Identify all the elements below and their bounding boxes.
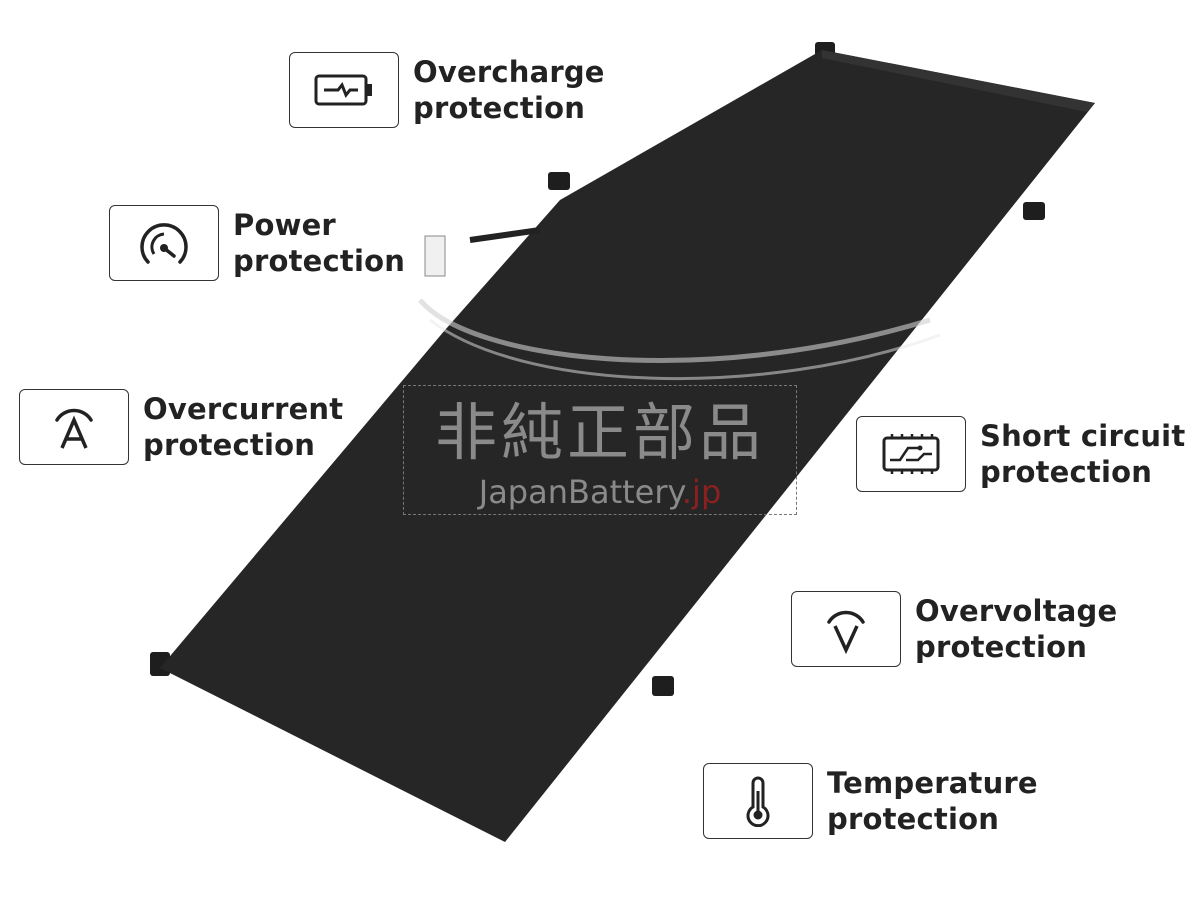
watermark-title: 非純正部品: [434, 396, 765, 469]
circuit-icon: [856, 416, 966, 492]
feature-subtitle: protection: [915, 630, 1088, 664]
voltage-icon: [791, 591, 901, 667]
watermark: 非純正部品 JapanBattery.jp: [403, 385, 797, 515]
feature-subtitle: protection: [233, 244, 406, 278]
feature-subtitle: protection: [827, 802, 1000, 836]
thermometer-icon: [703, 763, 813, 839]
watermark-brand: JapanBattery: [478, 473, 682, 511]
feature-title: Short circuit: [980, 419, 1186, 453]
feature-subtitle: protection: [143, 428, 316, 462]
gauge-icon: [109, 205, 219, 281]
feature-title: Overcharge: [413, 55, 605, 89]
feature-title: Power: [233, 208, 336, 242]
feature-title: Overcurrent: [143, 392, 344, 426]
battery-body: [160, 50, 1095, 842]
battery-charge-icon: [289, 52, 399, 128]
watermark-suffix: .jp: [681, 473, 722, 511]
ampere-icon: [19, 389, 129, 465]
feature-subtitle: protection: [413, 91, 586, 125]
feature-subtitle: protection: [980, 455, 1153, 489]
feature-title: Temperature: [827, 766, 1038, 800]
feature-title: Overvoltage: [915, 594, 1118, 628]
